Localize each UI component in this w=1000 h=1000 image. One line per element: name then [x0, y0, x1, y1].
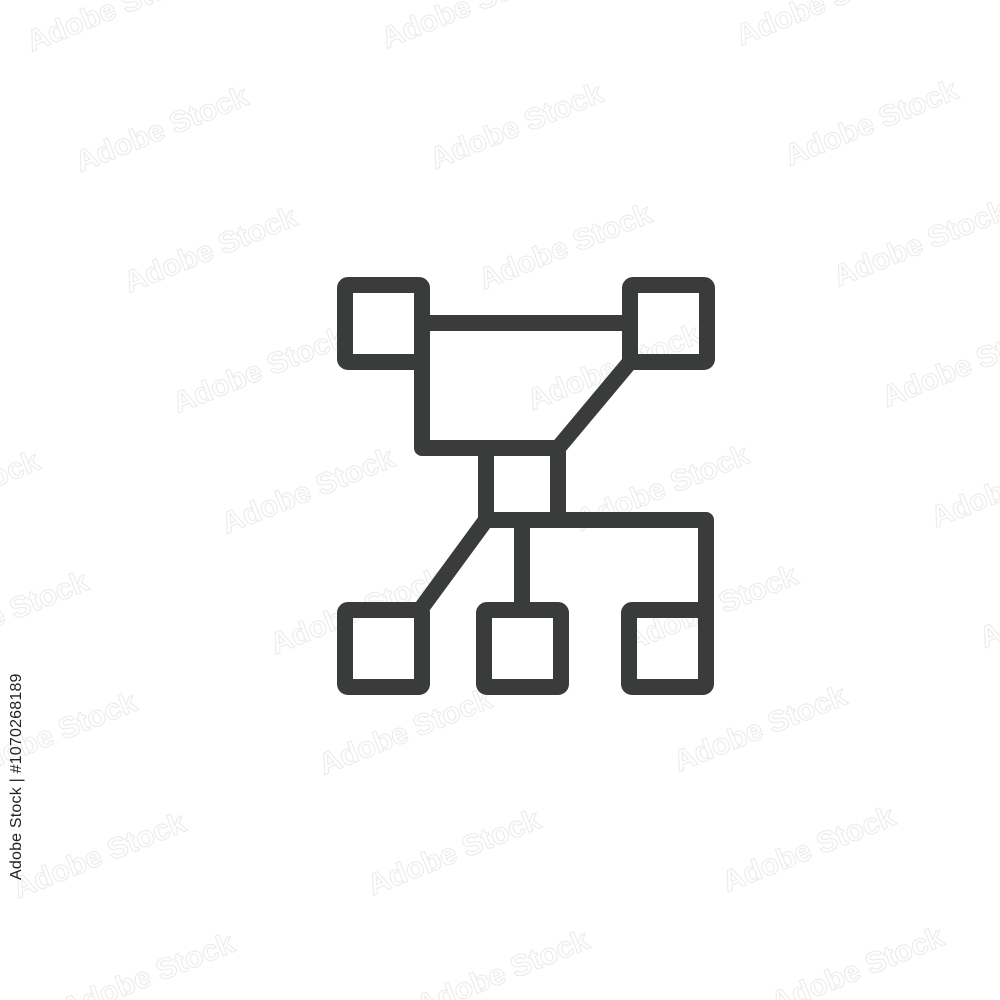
bottom-right-node [621, 602, 714, 695]
stock-id-label: Adobe Stock | #1070268189 [8, 673, 25, 880]
bottom-left-node [337, 602, 430, 695]
left-drop-connector [414, 354, 494, 456]
right-elbow-connector [550, 512, 714, 618]
right-diagonal-connector [550, 354, 638, 456]
center-node [478, 440, 566, 528]
top-left-node [337, 277, 430, 370]
left-diagonal-connector [412, 512, 494, 618]
bottom-middle-node [476, 602, 569, 695]
top-right-node [622, 277, 715, 370]
